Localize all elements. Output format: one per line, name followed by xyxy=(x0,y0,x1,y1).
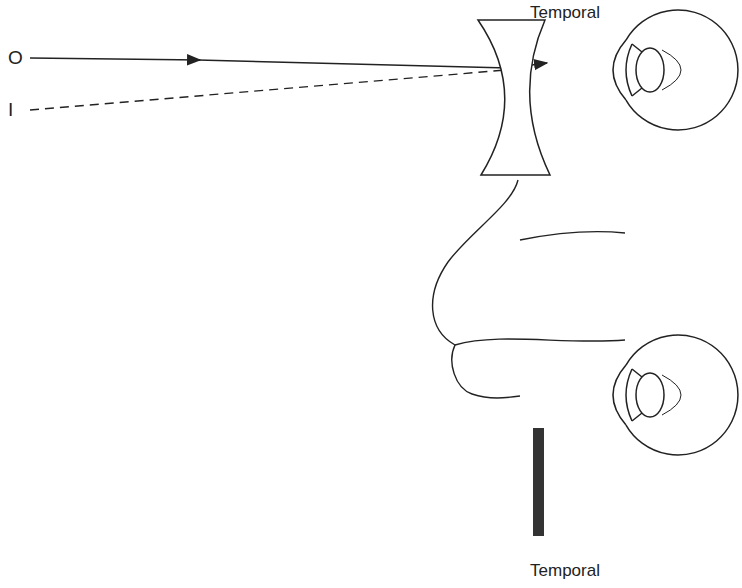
object-ray xyxy=(198,60,508,68)
object-ray xyxy=(30,58,200,60)
temporal-label: Temporal xyxy=(530,4,600,23)
nose xyxy=(433,180,625,398)
object-label: O xyxy=(8,48,23,69)
eye xyxy=(613,335,738,455)
temporal-label: Temporal xyxy=(530,562,600,581)
eye xyxy=(613,10,738,130)
concave-lens xyxy=(478,20,550,175)
image-ray xyxy=(30,70,506,110)
image-label: I xyxy=(8,100,13,121)
occluder xyxy=(533,428,544,536)
